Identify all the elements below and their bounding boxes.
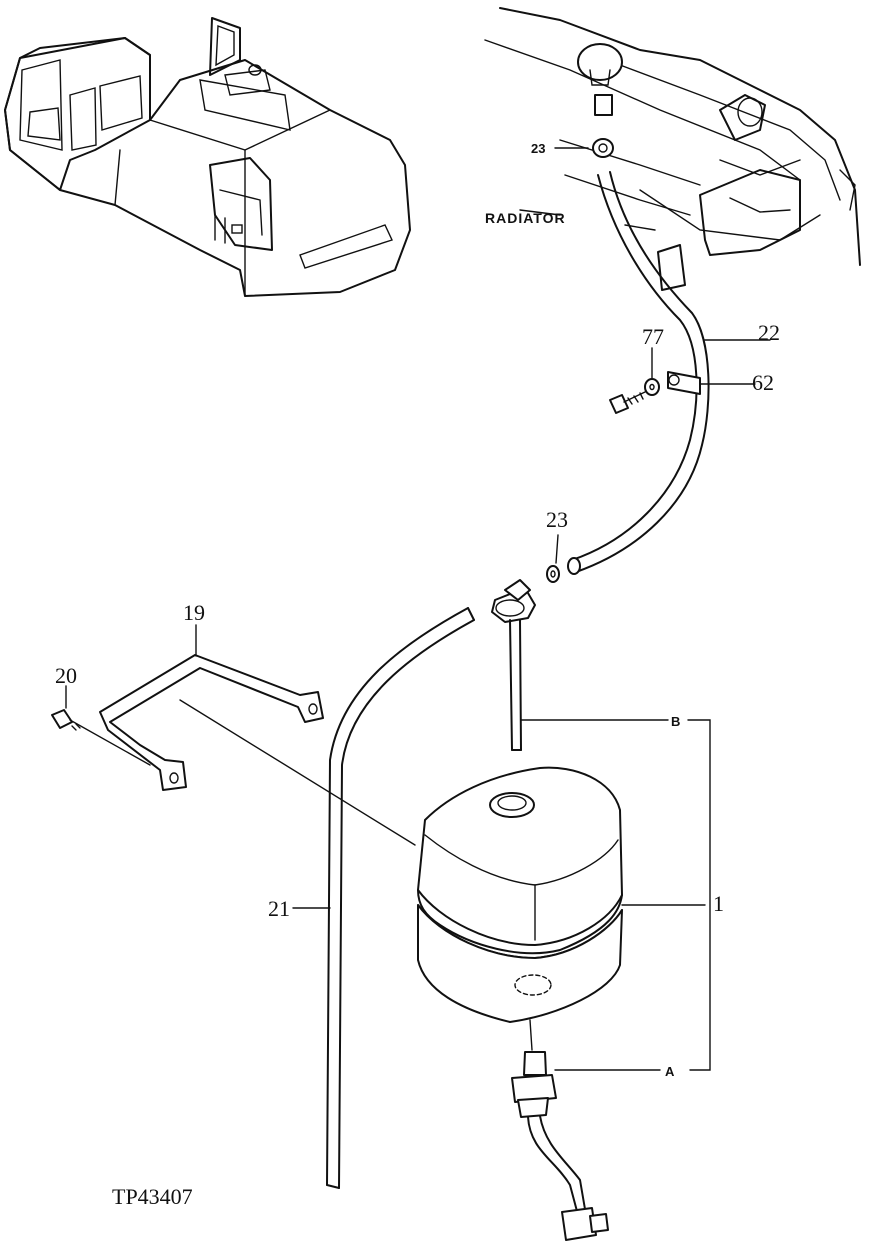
hose-clamp-top — [554, 138, 614, 158]
washer-77 — [644, 347, 660, 396]
overflow-hose — [292, 607, 475, 1189]
callout-1: 1 — [713, 891, 724, 916]
callout-23-top: 23 — [531, 141, 545, 156]
callout-b: B — [671, 714, 680, 729]
callout-22: 22 — [758, 320, 780, 345]
reserve-tank — [417, 766, 706, 1023]
callout-77: 77 — [642, 324, 664, 349]
callout-62: 62 — [752, 370, 774, 395]
tank-bracket — [99, 624, 416, 846]
connector-lines — [520, 719, 711, 1071]
level-switch — [511, 1019, 661, 1241]
hose-clamp-mid — [546, 534, 560, 583]
callout-a: A — [665, 1064, 675, 1079]
bolt-20 — [51, 685, 151, 766]
callout-19: 19 — [183, 600, 205, 625]
radiator-assembly — [484, 7, 861, 291]
hose-clip — [667, 371, 756, 395]
radiator-label: RADIATOR — [485, 210, 566, 226]
drawing-code: TP43407 — [112, 1184, 193, 1209]
callout-21: 21 — [268, 896, 290, 921]
bolt — [609, 391, 646, 414]
excavator-overview — [4, 17, 411, 297]
radiator-hose — [567, 171, 771, 575]
tank-cap-elbow — [491, 579, 536, 751]
callout-20: 20 — [55, 663, 77, 688]
callout-23-mid: 23 — [546, 507, 568, 532]
